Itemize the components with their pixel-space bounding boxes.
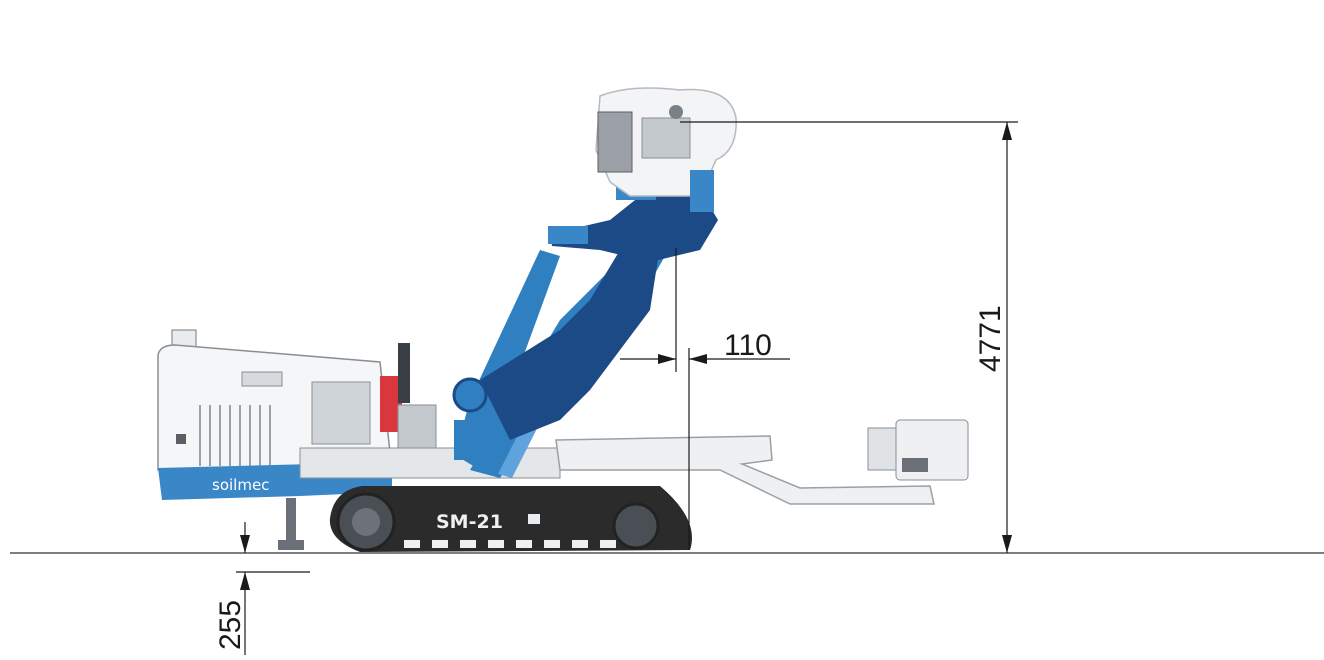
dimension-110-label: 110	[724, 329, 772, 362]
boom-assembly	[452, 186, 718, 478]
rear-outrigger	[278, 498, 304, 550]
engine-housing	[157, 329, 437, 471]
dimension-4771-label: 4771	[974, 305, 1007, 372]
crawler-track	[329, 486, 692, 552]
dimension-255-label: 255	[214, 600, 247, 650]
dimension-ground-clearance	[236, 522, 310, 655]
dimension-mast-offset	[620, 248, 790, 550]
model-label: SM-21	[436, 511, 503, 533]
front-mast-arm	[555, 419, 969, 505]
dimension-total-height	[680, 121, 1018, 553]
brand-logo: soilmec	[212, 476, 269, 494]
rotary-head	[595, 87, 737, 212]
